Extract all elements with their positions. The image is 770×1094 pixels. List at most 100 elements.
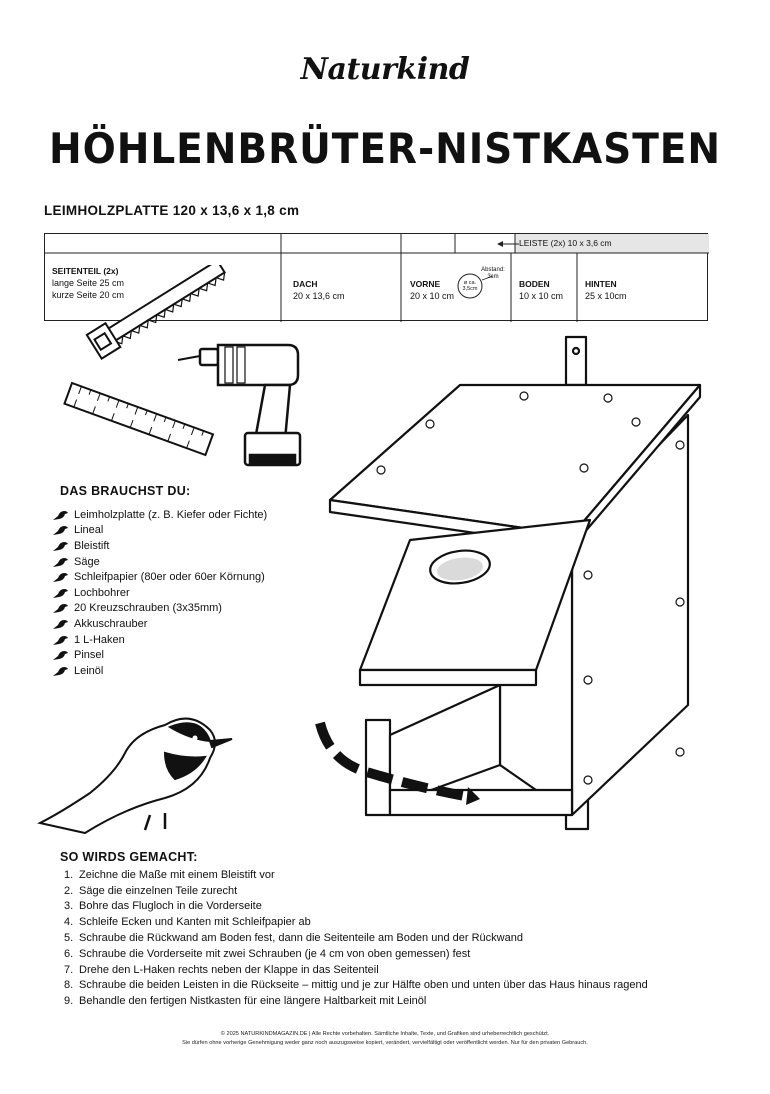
hinten-name: HINTEN [585, 279, 617, 289]
bird-bullet-icon [53, 635, 68, 645]
step-number: 1. [64, 868, 74, 881]
saw-icon [85, 265, 227, 361]
distance-label-1: Abstand: [481, 267, 505, 273]
material-item: Akkuschrauber [52, 616, 267, 632]
material-item: Lineal [52, 523, 267, 539]
materials-list: Leimholzplatte (z. B. Kiefer oder Fichte… [52, 507, 267, 679]
material-label: Akkuschrauber [74, 617, 148, 630]
step-item: 5. Schraube die Rückwand am Boden fest, d… [64, 930, 648, 946]
material-label: 1 L-Haken [74, 633, 125, 646]
hinten-size: 25 x 10cm [585, 291, 627, 301]
step-item: 9. Behandle den fertigen Nistkasten für e… [64, 993, 648, 1009]
materials-heading: DAS BRAUCHST DU: [60, 484, 191, 498]
material-label: Leimholzplatte (z. B. Kiefer oder Fichte… [74, 508, 268, 521]
step-text: Behandle den fertigen Nistkasten für ein… [79, 995, 427, 1008]
screw-icons [376, 391, 685, 785]
bird-bullet-icon [53, 557, 68, 567]
dach-name: DACH [293, 279, 318, 289]
seitenteil-name: SEITENTEIL (2x) [52, 266, 119, 276]
distance-label: Abstand: 3cm [476, 267, 510, 281]
bird-bullet-icon [53, 651, 68, 661]
material-item: Schleifpapier (80er oder 60er Körnung) [52, 569, 267, 585]
step-number: 9. [64, 995, 74, 1008]
drill-icon [177, 343, 302, 467]
hole-label-1: ø ca. [463, 280, 477, 286]
step-text: Zeichne die Maße mit einem Bleistift vor [79, 868, 275, 881]
bird-illustration [37, 717, 233, 835]
direction-arrow [315, 721, 471, 802]
bird-bullet-icon [53, 573, 68, 583]
boden-size: 10 x 10 cm [519, 291, 564, 301]
material-label: Pinsel [74, 649, 104, 662]
leiste-label: LEISTE (2x) 10 x 3,6 cm [519, 238, 612, 248]
material-item: 1 L-Haken [52, 632, 267, 648]
hole-label: ø ca. 3,5cm [458, 280, 482, 292]
seitenteil-long: lange Seite 25 cm [52, 278, 125, 288]
seitenteil-short: kurze Seite 20 cm [52, 290, 125, 300]
material-item: 20 Kreuzschrauben (3x35mm) [52, 601, 267, 617]
bird-bullet-icon [53, 541, 68, 551]
leiste-size: 10 x 3,6 cm [567, 238, 612, 248]
material-label: Säge [74, 555, 100, 568]
step-item: 7. Drehe den L-Haken rechts neben der Kla… [64, 962, 648, 978]
step-number: 5. [64, 932, 74, 945]
step-number: 2. [64, 884, 74, 897]
step-item: 4. Schleife Ecken und Kanten mit Schleifp… [64, 914, 648, 930]
bird-bullet-icon [53, 526, 68, 536]
bird-bullet-icon [53, 604, 68, 614]
step-text: Bohre das Flugloch in die Vorderseite [79, 900, 262, 913]
page-title: HÖHLENBRÜTER-NISTKASTEN [48, 124, 722, 173]
footer: © 2025 NATURKINDMAGAZIN.DE | Alle Rechte… [0, 1030, 770, 1048]
hole-label-2: 3,5cm [462, 286, 478, 292]
board-diagram: SEITENTEIL (2x) lange Seite 25 cm kurze … [44, 233, 709, 322]
material-label: Bleistift [74, 539, 110, 552]
birdhouse-illustration [315, 335, 702, 831]
ruler-icon [63, 381, 215, 457]
material-item: Pinsel [52, 647, 267, 663]
dach-size: 20 x 13,6 cm [293, 291, 345, 301]
material-label: 20 Kreuzschrauben (3x35mm) [74, 602, 222, 615]
distance-label-2: 3cm [487, 274, 499, 280]
material-item: Säge [52, 554, 267, 570]
step-item: 8. Schraube die beiden Leisten in die Rüc… [64, 978, 648, 994]
vorne-label: VORNE 20 x 10 cm [410, 278, 454, 302]
footer-notice: Sie dürfen ohne vorherige Genehmigung we… [182, 1040, 588, 1046]
step-text: Säge die einzelnen Teile zurecht [79, 884, 238, 897]
bird-bullet-icon [53, 588, 68, 598]
material-item: Leinöl [52, 663, 267, 679]
step-text: Schraube die Rückwand am Boden fest, dan… [79, 932, 523, 945]
step-text: Schraube die Vorderseite mit zwei Schrau… [79, 947, 471, 960]
step-number: 6. [64, 947, 74, 960]
board-heading: LEIMHOLZPLATTE 120 x 13,6 x 1,8 cm [44, 203, 300, 218]
boden-label: BODEN 10 x 10 cm [519, 278, 563, 302]
bird-bullet-icon [53, 666, 68, 676]
material-label: Lochbohrer [74, 586, 130, 599]
bird-bullet-icon [53, 510, 68, 520]
step-text: Drehe den L-Haken rechts neben der Klapp… [79, 963, 379, 976]
step-item: 1. Zeichne die Maße mit einem Bleistift v… [64, 867, 648, 883]
step-number: 7. [64, 963, 74, 976]
brand-logo: Naturkind [300, 52, 470, 87]
bird-bullet-icon [53, 619, 68, 629]
steps-heading: SO WIRDS GEMACHT: [60, 850, 198, 864]
step-text: Schraube die beiden Leisten in die Rücks… [79, 979, 648, 992]
tools-illustration [63, 265, 302, 467]
step-item: 6. Schraube die Vorderseite mit zwei Schr… [64, 946, 648, 962]
step-text: Schleife Ecken und Kanten mit Schleifpap… [79, 916, 311, 929]
material-label: Lineal [74, 524, 104, 537]
leiste-name: LEISTE (2x) [519, 238, 566, 248]
step-number: 4. [64, 916, 74, 929]
step-item: 3.Bohre das Flugloch in die Vorderseite [64, 899, 648, 915]
seitenteil-label: SEITENTEIL (2x) lange Seite 25 cm kurze … [52, 265, 124, 301]
footer-copyright: © 2025 NATURKINDMAGAZIN.DE | Alle Rechte… [220, 1031, 550, 1037]
material-item: Leimholzplatte (z. B. Kiefer oder Fichte… [52, 507, 267, 523]
steps-list: 1. Zeichne die Maße mit einem Bleistift v… [64, 867, 648, 1009]
board-lines [45, 234, 709, 322]
boden-name: BODEN [519, 279, 550, 289]
step-number: 8. [64, 979, 74, 992]
step-item: 2. Säge die einzelnen Teile zurecht [64, 883, 648, 899]
hinten-label: HINTEN 25 x 10cm [585, 278, 627, 302]
material-item: Bleistift [52, 538, 267, 554]
material-label: Schleifpapier (80er oder 60er Körnung) [74, 571, 265, 584]
dach-label: DACH 20 x 13,6 cm [293, 278, 345, 302]
